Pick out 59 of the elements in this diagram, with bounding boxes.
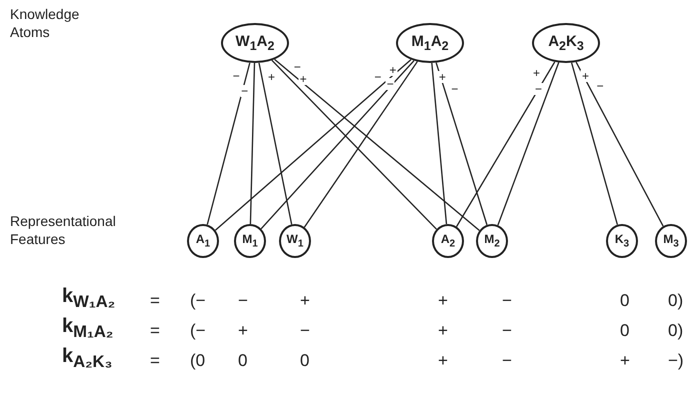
vector-entry: 0 bbox=[620, 290, 630, 312]
vector-entry: + bbox=[438, 290, 448, 312]
vector-entry: k$_{A₂K₃}$ bbox=[62, 344, 112, 373]
connector-line bbox=[274, 58, 480, 231]
vector-entry: = bbox=[150, 350, 160, 372]
edge-label: + bbox=[580, 70, 590, 82]
vector-entry: (− bbox=[190, 290, 206, 312]
vector-entry: − bbox=[502, 320, 512, 342]
vector-entry: k$_{W₁A₂}$ bbox=[62, 284, 116, 313]
vector-entry: (− bbox=[190, 320, 206, 342]
vector-entry: 0 bbox=[620, 320, 630, 342]
feature-circle: M$_{1}$ bbox=[234, 224, 266, 258]
edge-label: + bbox=[298, 73, 308, 86]
connector-line bbox=[206, 62, 250, 225]
connector-line bbox=[214, 59, 412, 231]
connector-line bbox=[271, 60, 437, 230]
edge-label: − bbox=[386, 78, 395, 90]
vector-entry: − bbox=[502, 350, 512, 372]
vector-entry: = bbox=[150, 320, 160, 342]
vector-entry: + bbox=[238, 320, 248, 342]
feature-circle: M$_{3}$ bbox=[655, 224, 687, 258]
connector-line bbox=[258, 62, 292, 224]
vector-entry: k$_{M₁A₂}$ bbox=[62, 314, 114, 343]
connector-line bbox=[250, 62, 256, 224]
vector-entry: + bbox=[620, 350, 630, 372]
vector-entry: − bbox=[238, 290, 248, 312]
vector-entry: + bbox=[438, 350, 448, 372]
feature-circle: K$_{3}$ bbox=[606, 224, 638, 258]
connector-line bbox=[436, 62, 488, 226]
connector-line bbox=[570, 62, 618, 225]
vector-entry: 0) bbox=[668, 290, 684, 312]
connector-line bbox=[431, 62, 448, 224]
vector-entry: + bbox=[300, 290, 310, 312]
row-label: Representational Features bbox=[10, 213, 117, 248]
feature-circle: W$_{1}$ bbox=[279, 224, 311, 258]
knowledge-atom-ellipse: M$_{1}$A$_{2}$ bbox=[396, 23, 464, 63]
edge-label: − bbox=[240, 84, 250, 97]
vector-entry: (0 bbox=[190, 350, 206, 372]
knowledge-atom-ellipse: A$_{2}$K$_{3}$ bbox=[532, 23, 600, 63]
feature-circle: M$_{2}$ bbox=[476, 224, 508, 258]
connector-line bbox=[260, 60, 414, 230]
connector-line bbox=[456, 62, 556, 227]
connector-line bbox=[576, 62, 664, 226]
feature-circle: A$_{1}$ bbox=[187, 224, 219, 258]
connector-line bbox=[497, 62, 560, 226]
vector-entry: − bbox=[502, 290, 512, 312]
vector-entry: −) bbox=[668, 350, 684, 372]
knowledge-atom-ellipse: W$_{1}$A$_{2}$ bbox=[221, 23, 289, 63]
vector-entry: + bbox=[438, 320, 448, 342]
vector-entry: = bbox=[150, 290, 160, 312]
vector-entry: 0 bbox=[238, 350, 248, 372]
row-label: Knowledge Atoms bbox=[10, 6, 80, 41]
vector-entry: 0) bbox=[668, 320, 684, 342]
vector-entry: 0 bbox=[300, 350, 310, 372]
feature-circle: A$_{2}$ bbox=[432, 224, 464, 258]
connector-line bbox=[304, 61, 418, 228]
edge-label: + bbox=[438, 70, 447, 83]
vector-entry: − bbox=[300, 320, 310, 342]
edge-label: − bbox=[534, 82, 543, 94]
